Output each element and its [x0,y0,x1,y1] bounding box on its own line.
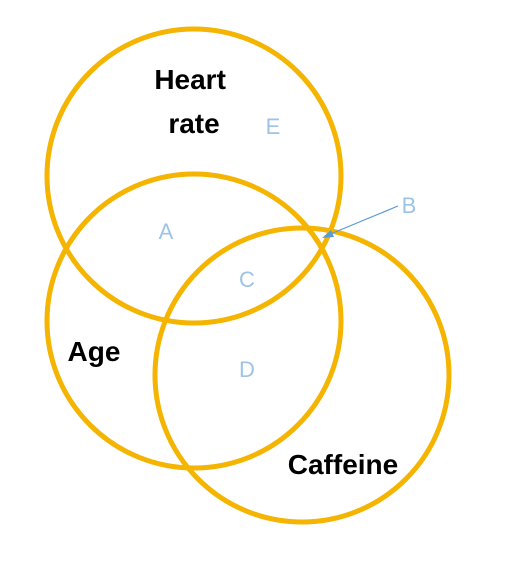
heart-rate-circle [44,26,344,326]
heart-rate-label: Heart rate [154,64,233,139]
region-label-c: C [239,267,255,292]
age-label: Age [68,336,121,367]
caffeine-label: Caffeine [288,449,398,480]
heart-rate-label-line-1: Heart [154,64,226,95]
age-circle [44,171,344,471]
caffeine-circle [152,225,452,525]
region-label-a: A [159,219,174,244]
region-b-pointer-arrowhead [322,230,334,238]
heart-rate-label-line-2: rate [168,108,219,139]
region-label-e: E [266,114,281,139]
region-label-b: B [402,193,417,218]
region-label-d: D [239,357,255,382]
region-b-pointer-line [327,205,399,236]
